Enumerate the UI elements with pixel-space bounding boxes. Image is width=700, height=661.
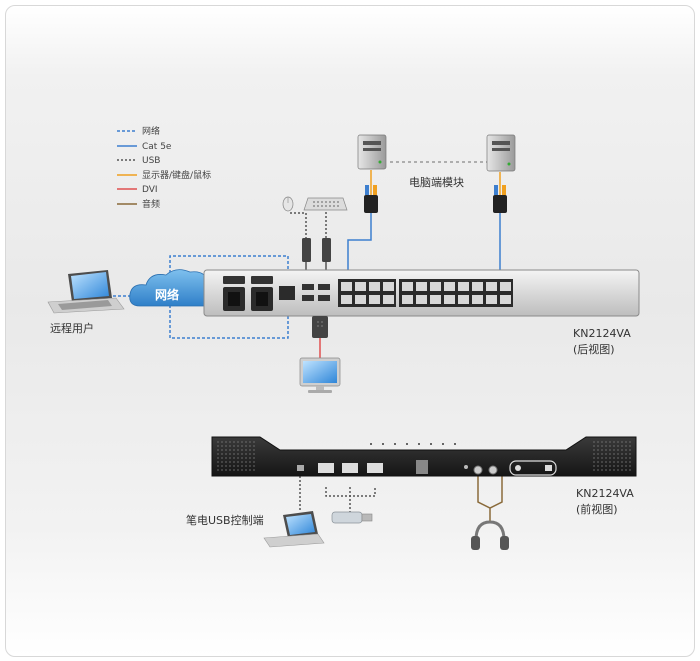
- usb-cable-mouse: [290, 212, 307, 238]
- legend-item-usb: USB: [117, 156, 160, 166]
- legend-label-kvm: 显示器/键盘/鼠标: [142, 169, 211, 181]
- audio-jack-2: [488, 465, 498, 475]
- legend-item-audio: 音频: [117, 198, 160, 210]
- network-cloud: 网络: [129, 269, 221, 307]
- computer-module-1: [364, 185, 378, 213]
- legend-label-cat5e: Cat 5e: [142, 142, 172, 152]
- lan-port: [279, 286, 295, 300]
- front-led: [464, 465, 468, 469]
- remote-laptop: 远程用户: [47, 270, 125, 335]
- rear-usb-port-2: [318, 284, 330, 290]
- usb-plugs: [302, 238, 331, 262]
- mouse: [282, 196, 294, 212]
- front-console-port: [416, 460, 428, 474]
- front-laptop-usb-port: [297, 465, 304, 471]
- usb-flash-drive: [331, 511, 373, 524]
- power-button-frame: [509, 460, 557, 476]
- audio-jack-1: [473, 465, 483, 475]
- dvi-connector: [312, 316, 328, 338]
- rear-usb-port-1: [302, 284, 314, 290]
- front-view-label: (前视图): [576, 502, 618, 516]
- computer-module-label: 电脑端模块: [409, 176, 464, 189]
- power-socket-2: [251, 276, 273, 311]
- legend-label-usb: USB: [142, 156, 160, 166]
- server-tower-1: [357, 134, 387, 170]
- cat5e-cable-1: [347, 212, 372, 275]
- front-model-label: KN2124VA: [576, 487, 634, 500]
- front-usb-port-2: [342, 463, 358, 473]
- server-tower-2: [486, 134, 516, 172]
- kvm-front-panel: [211, 436, 637, 477]
- rear-view-label: (后视图): [573, 342, 615, 356]
- remote-user-label: 远程用户: [50, 321, 94, 335]
- rear-usb-port-3: [302, 295, 314, 301]
- rj45-port-bank: [338, 279, 513, 307]
- kvm-rear-panel: [203, 269, 640, 317]
- legend-label-audio: 音频: [142, 198, 160, 210]
- monitor: [299, 357, 341, 393]
- headset: [471, 520, 509, 550]
- front-usb-port-3: [367, 463, 383, 473]
- legend-item-kvm: 显示器/键盘/鼠标: [117, 169, 211, 181]
- power-socket-1: [223, 276, 245, 311]
- legend-item-cat5e: Cat 5e: [117, 142, 172, 152]
- legend-item-network: 网络: [117, 125, 160, 137]
- legend-label-dvi: DVI: [142, 185, 158, 195]
- audio-cable: [477, 476, 503, 522]
- rear-usb-port-4: [318, 295, 330, 301]
- front-usb-port-1: [318, 463, 334, 473]
- legend-item-dvi: DVI: [117, 185, 158, 195]
- front-usb-cable: [325, 487, 376, 512]
- legend-label-network: 网络: [142, 125, 160, 137]
- rear-model-label: KN2124VA: [573, 327, 631, 340]
- computer-module-2: [493, 185, 507, 213]
- cloud-label: 网络: [155, 287, 179, 302]
- legend: 网络 Cat 5e USB 显示器/键盘/鼠标 DVI 音频: [117, 125, 211, 210]
- laptop-usb-label: 笔电USB控制端: [186, 513, 264, 527]
- keyboard: [303, 197, 348, 211]
- diagram-frame: [5, 5, 695, 657]
- usb-laptop: [263, 511, 325, 548]
